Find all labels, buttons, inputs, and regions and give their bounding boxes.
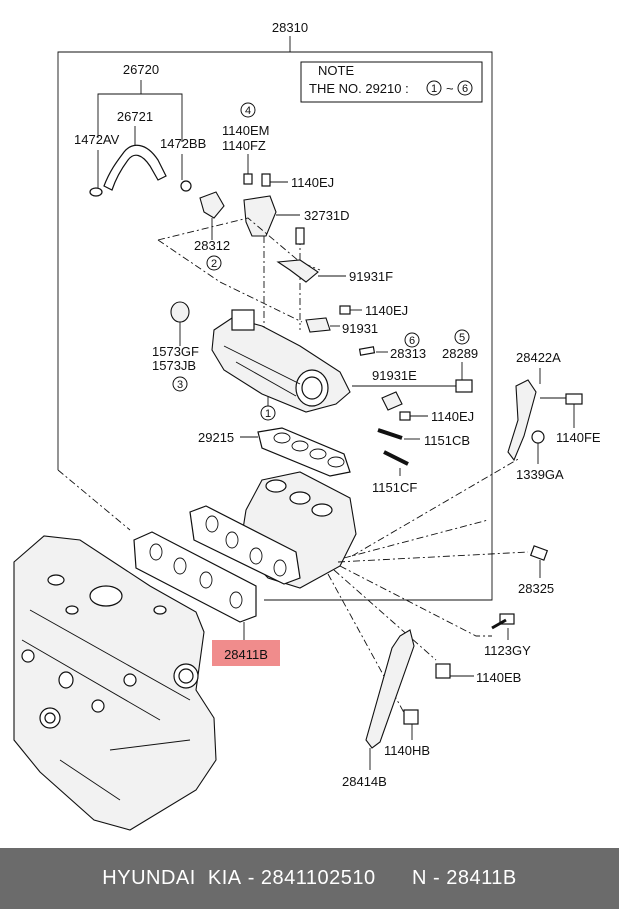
label-1573GF[interactable]: 1573GF bbox=[152, 344, 199, 359]
label-91931[interactable]: 91931 bbox=[342, 321, 378, 336]
label-1472AV[interactable]: 1472AV bbox=[74, 132, 120, 147]
label-1573JB[interactable]: 1573JB bbox=[152, 358, 196, 373]
label-28422A[interactable]: 28422A bbox=[516, 350, 561, 365]
footer-brand: HYUNDAI KIA bbox=[102, 867, 242, 889]
label-1140EB[interactable]: 1140EB bbox=[476, 670, 521, 685]
label-28325[interactable]: 28325 bbox=[518, 581, 554, 596]
intake-plenum bbox=[211, 309, 351, 413]
svg-text:3: 3 bbox=[177, 379, 183, 391]
label-1472BB[interactable]: 1472BB bbox=[160, 136, 206, 151]
label-28312[interactable]: 28312 bbox=[194, 238, 230, 253]
label-32731D[interactable]: 32731D bbox=[304, 208, 350, 223]
label-1151CB[interactable]: 1151CB bbox=[424, 433, 470, 448]
label-28313[interactable]: 28313 bbox=[390, 346, 426, 361]
footer-bar: HYUNDAI KIA - 2841102510 N - 28411B bbox=[0, 848, 619, 909]
footer-code[interactable]: 28411B bbox=[446, 867, 517, 889]
footer-part-number[interactable]: 2841102510 bbox=[260, 867, 376, 889]
svg-text:1: 1 bbox=[431, 83, 437, 95]
label-1140HB[interactable]: 1140HB bbox=[384, 743, 430, 758]
gasket-29215-part bbox=[257, 427, 351, 477]
label-28310[interactable]: 28310 bbox=[272, 20, 308, 35]
label-1140FZ[interactable]: 1140FZ bbox=[222, 138, 266, 153]
svg-text:1: 1 bbox=[265, 408, 271, 420]
note-box: NOTE THE NO. 29210 : 1 ~ 6 bbox=[300, 61, 483, 103]
svg-text:6: 6 bbox=[462, 83, 468, 95]
svg-text:5: 5 bbox=[459, 332, 465, 344]
label-26720[interactable]: 26720 bbox=[123, 62, 159, 77]
label-1123GY[interactable]: 1123GY bbox=[484, 643, 531, 658]
note-text: THE NO. 29210 : bbox=[309, 81, 409, 96]
label-26721[interactable]: 26721 bbox=[117, 109, 153, 124]
label-1140FE[interactable]: 1140FE bbox=[556, 430, 601, 445]
label-91931E[interactable]: 91931E bbox=[372, 368, 417, 383]
label-28289[interactable]: 28289 bbox=[442, 346, 478, 361]
label-1140EJ-low[interactable]: 1140EJ bbox=[431, 409, 474, 424]
hose-part bbox=[89, 144, 192, 197]
label-91931F[interactable]: 91931F bbox=[349, 269, 393, 284]
svg-text:4: 4 bbox=[245, 105, 251, 117]
label-1339GA[interactable]: 1339GA bbox=[516, 467, 564, 482]
label-1140EJ-mid[interactable]: 1140EJ bbox=[365, 303, 408, 318]
intake-runners bbox=[189, 471, 357, 589]
note-title: NOTE bbox=[318, 63, 354, 78]
svg-text:6: 6 bbox=[409, 335, 415, 347]
svg-text:~: ~ bbox=[446, 81, 454, 96]
label-1140EM[interactable]: 1140EM bbox=[222, 123, 269, 138]
label-29215[interactable]: 29215 bbox=[198, 430, 234, 445]
assembly-frame bbox=[57, 51, 493, 601]
gasket-28411B-part bbox=[133, 531, 257, 623]
svg-text:2: 2 bbox=[211, 258, 217, 270]
label-28414B[interactable]: 28414B bbox=[342, 774, 387, 789]
label-1151CF[interactable]: 1151CF bbox=[372, 480, 417, 495]
label-28411B[interactable]: 28411B bbox=[224, 647, 268, 662]
parts-diagram: 28310 NOTE THE NO. 29210 : 1 ~ 6 26720 2… bbox=[13, 20, 601, 831]
highlight-box-28411B bbox=[212, 640, 280, 666]
engine-block bbox=[13, 535, 217, 831]
label-1140EJ-top[interactable]: 1140EJ bbox=[291, 175, 334, 190]
